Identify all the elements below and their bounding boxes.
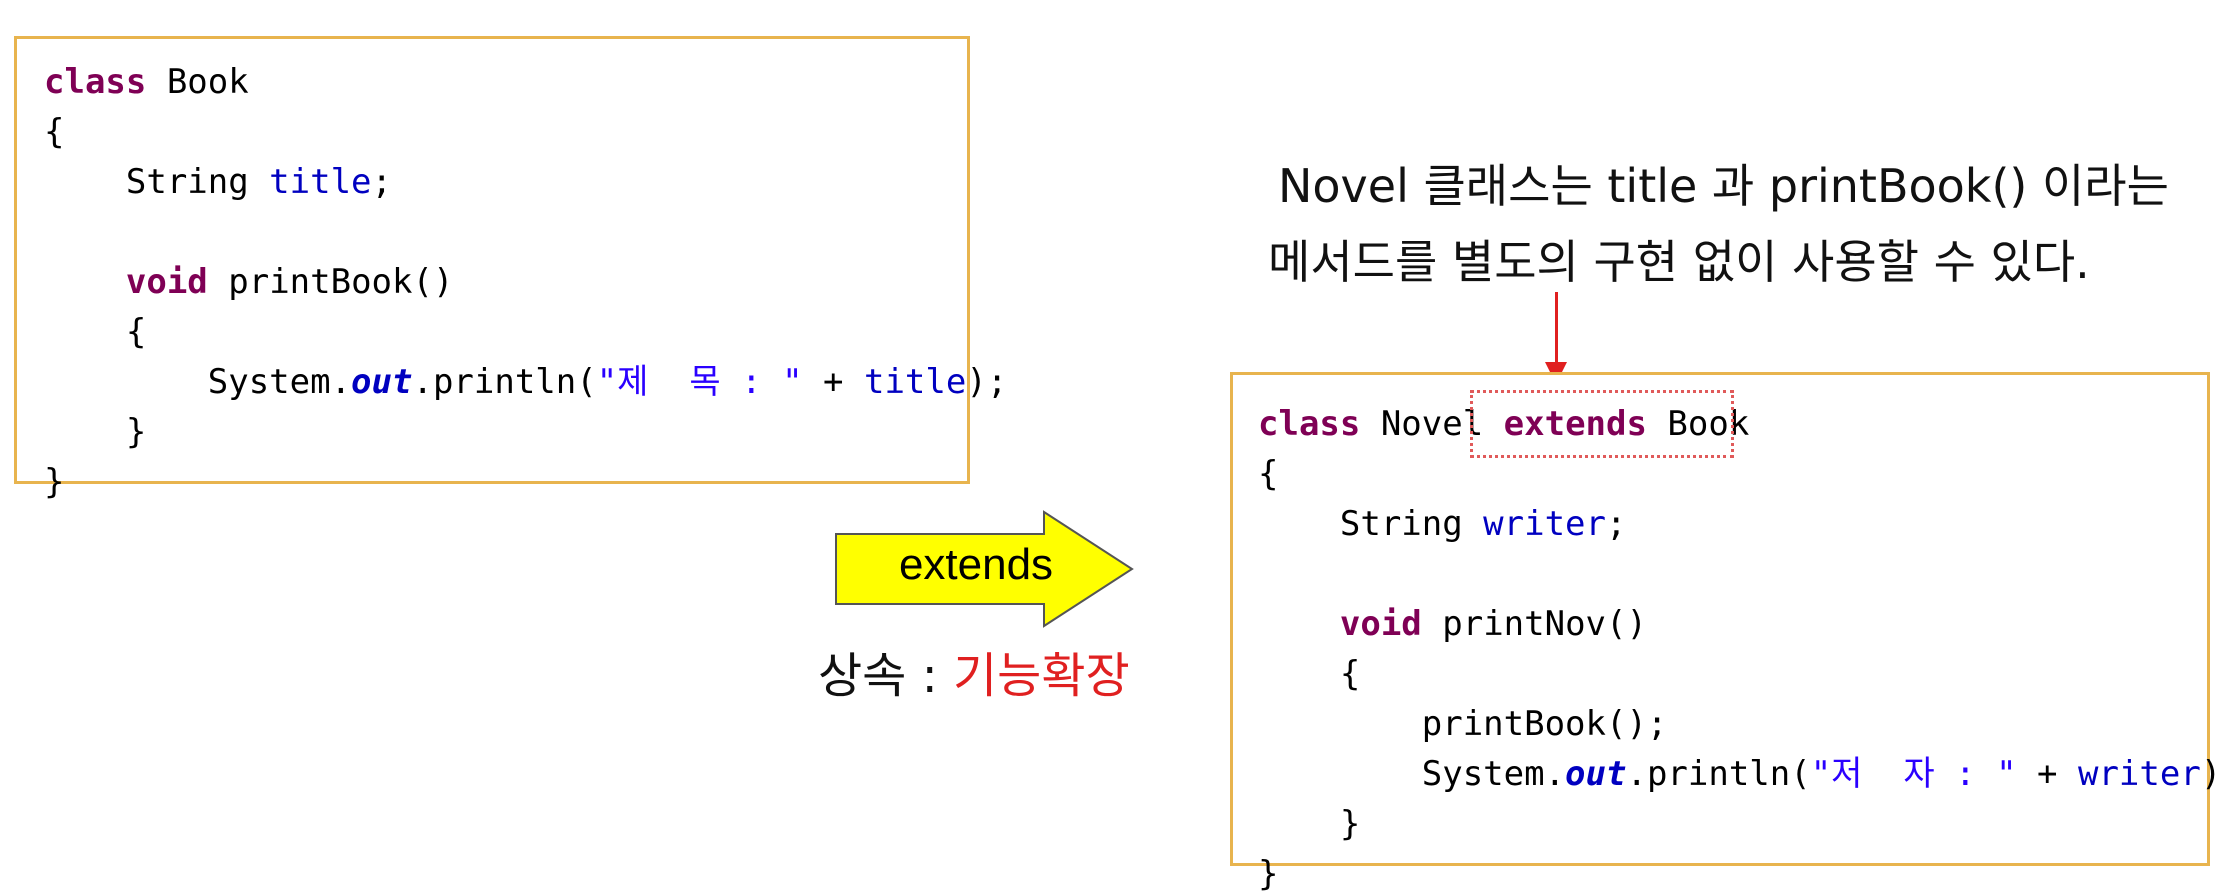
code-line: printBook(); xyxy=(1258,704,1668,744)
code-line: System.out.println("저 자 : " + writer); xyxy=(1258,754,2224,794)
code-token: } xyxy=(1258,854,1279,894)
code-token: } xyxy=(1258,804,1361,844)
annotation-line-1: Novel 클래스는 title 과 printBook() 이라는 xyxy=(1278,159,2169,213)
code-token: + xyxy=(2016,754,2078,794)
code-token: title xyxy=(269,162,372,202)
code-token: { xyxy=(44,112,65,152)
code-token: } xyxy=(44,412,147,452)
code-token xyxy=(1258,604,1340,644)
code-line: String title; xyxy=(44,162,392,202)
code-token: void xyxy=(1339,604,1422,644)
code-line: void printBook() xyxy=(44,262,454,302)
code-token: ; xyxy=(371,162,393,202)
code-token: Novel xyxy=(1360,404,1504,444)
code-line: } xyxy=(1258,854,1278,894)
caption-prefix: 상속 : xyxy=(818,648,954,704)
code-line: class Novel extends Book xyxy=(1258,404,1749,444)
inheritance-caption: 상속 : 기능확장 xyxy=(818,636,1130,706)
code-token: { xyxy=(1258,454,1279,494)
code-line: } xyxy=(44,412,146,452)
code-token: extends xyxy=(1503,404,1647,444)
code-line: class Book xyxy=(44,62,249,102)
code-token: { xyxy=(1258,654,1361,694)
code-token: ); xyxy=(966,362,1008,402)
code-token xyxy=(44,262,126,302)
novel-class-code-box xyxy=(1230,372,2210,866)
code-token: writer xyxy=(1483,504,1606,544)
code-line: System.out.println("제 목 : " + title); xyxy=(44,362,1008,402)
code-token: writer xyxy=(2077,754,2201,794)
code-token: "제 목 : " xyxy=(596,362,803,402)
code-token: printBook() xyxy=(207,262,454,302)
code-token: out xyxy=(351,362,413,402)
code-token: } xyxy=(44,462,65,502)
code-line: void printNov() xyxy=(1258,604,1647,644)
code-token: + xyxy=(802,362,864,402)
caption-emphasis: 기능확장 xyxy=(953,648,1130,704)
extends-arrow-icon xyxy=(835,510,1134,628)
code-token: .println( xyxy=(1626,754,1811,794)
code-token: void xyxy=(125,262,208,302)
code-token: String xyxy=(1258,504,1484,544)
annotation-line-2: 메서드를 별도의 구현 없이 사용할 수 있다. xyxy=(1268,235,2090,289)
code-line: } xyxy=(1258,804,1360,844)
code-token: printBook(); xyxy=(1258,704,1668,744)
code-line: String writer; xyxy=(1258,504,1627,544)
extends-highlight-box xyxy=(1470,390,1734,458)
code-token: { xyxy=(44,312,147,352)
code-token: title xyxy=(863,362,967,402)
code-token: System. xyxy=(1258,754,1566,794)
code-token: .println( xyxy=(412,362,597,402)
code-token: String xyxy=(44,162,270,202)
code-line: { xyxy=(44,112,64,152)
code-token: Book xyxy=(146,62,249,102)
code-line: } xyxy=(44,462,64,502)
code-token: class xyxy=(44,62,147,102)
code-token: Book xyxy=(1646,404,1750,444)
code-token: out xyxy=(1565,754,1627,794)
extends-arrow-label: extends xyxy=(898,540,1054,589)
code-token: ); xyxy=(2200,754,2224,794)
book-class-code-box xyxy=(14,36,970,484)
code-line: { xyxy=(1258,454,1278,494)
code-token: class xyxy=(1258,404,1361,444)
code-line: { xyxy=(44,312,146,352)
extends-arrow-shape xyxy=(835,510,1134,628)
code-token: System. xyxy=(44,362,352,402)
pointer-arrow-line xyxy=(1555,292,1558,368)
code-line: { xyxy=(1258,654,1360,694)
code-token: "저 자 : " xyxy=(1810,754,2017,794)
code-token: ; xyxy=(1606,504,1627,544)
code-token: printNov() xyxy=(1421,604,1647,644)
